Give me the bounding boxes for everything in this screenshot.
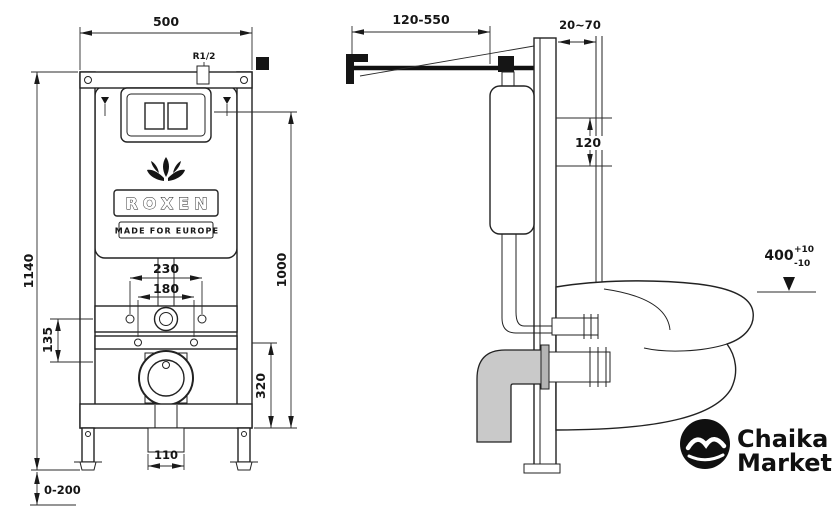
brand-name: ROXEN <box>125 194 212 213</box>
dim-width-500: 500 <box>79 14 253 70</box>
drain-connector <box>547 347 611 387</box>
dim-110-text: 110 <box>154 448 178 462</box>
main-crossbar <box>94 305 238 333</box>
drain-circle-outer <box>138 350 194 406</box>
chaika-market-logo: Chaika Market <box>680 419 832 477</box>
column-foot <box>523 463 561 474</box>
frame-bottom <box>74 403 258 471</box>
dim-outlet-110: 110 <box>147 448 185 470</box>
drain-outlet <box>138 350 194 406</box>
frame-bottom-bar <box>79 403 253 429</box>
leg-right <box>230 427 258 471</box>
frame-top-bar <box>79 71 253 89</box>
seagull-wings <box>685 437 727 451</box>
outlet-template <box>147 427 185 453</box>
flush-button-large <box>167 102 188 130</box>
dim-20-70-text: 20~70 <box>559 18 601 32</box>
dim-1000-text: 1000 <box>274 252 289 287</box>
elbow-flange <box>540 344 550 390</box>
foot-right <box>235 461 253 471</box>
flush-button-small <box>144 102 165 130</box>
dim-0-200-text: 0-200 <box>44 483 81 497</box>
seat-height-arrow <box>783 277 795 291</box>
cistern-side <box>489 85 535 235</box>
mount-hole-180-left <box>134 338 142 347</box>
roxen-logo: ROXEN MADE FOR EUROPE <box>113 157 220 239</box>
lotus-icon <box>147 157 185 181</box>
dim-120-550-text: 120-550 <box>392 12 450 27</box>
bracket-hook <box>346 54 368 84</box>
dim-400-text: 400 <box>764 248 793 264</box>
brand-tagline-box <box>118 221 214 239</box>
mount-hole-230-right <box>197 314 207 324</box>
dim-offset-120: 120 <box>556 117 612 167</box>
vendor-name-line1: Chaika <box>737 425 828 453</box>
dim-offset-135: 135 <box>40 318 93 363</box>
dim-feet-0-200: 0-200 <box>30 472 81 506</box>
dim-plate-1000: 1000 <box>214 111 297 429</box>
foot-left <box>79 461 97 471</box>
center-fitting-inner <box>159 312 173 326</box>
dim-120-text: 120 <box>575 135 601 150</box>
dim-mount-180: 180 <box>137 281 195 337</box>
flush-plate <box>120 87 212 143</box>
dim-1140-text: 1140 <box>21 253 36 288</box>
dim-400-tol-plus: +10 <box>794 245 814 255</box>
top-bar-screw-right <box>240 76 248 84</box>
front-view: R1/2 ROXEN <box>21 14 297 506</box>
seagull-wave <box>687 453 725 462</box>
side-view: 120-550 20~70 120 400 +10 -10 <box>346 12 816 474</box>
water-inlet-fitting <box>196 65 210 85</box>
frame-right-rail <box>236 71 253 429</box>
alignment-mark-left <box>101 97 109 116</box>
dim-400-tol-minus: -10 <box>794 259 810 269</box>
bowl-rim-line <box>643 343 728 352</box>
dim-drain-320: 320 <box>252 342 277 428</box>
toilet-bowl <box>555 280 754 431</box>
center-fitting-outer <box>153 306 179 332</box>
dim-mount-230: 230 <box>129 261 203 314</box>
wall-anchor-block <box>256 57 269 70</box>
water-inlet-block <box>498 56 514 72</box>
drain-elbow <box>476 344 550 443</box>
frame-left-rail <box>79 71 96 429</box>
mount-hole-180-right <box>190 338 198 347</box>
dim-seat-400: 400 +10 -10 <box>757 245 816 293</box>
mount-hole-230-left <box>125 314 135 324</box>
drain-circle-inner <box>147 359 185 397</box>
flush-connector <box>551 314 599 339</box>
top-bar-screw-left <box>84 76 92 84</box>
alignment-mark-right <box>223 97 231 116</box>
dim-320-text: 320 <box>253 373 268 399</box>
vendor-name-line2: Market <box>737 449 832 477</box>
dim-230-text: 230 <box>153 261 179 276</box>
dim-180-text: 180 <box>153 281 179 296</box>
dim-135-text: 135 <box>40 327 55 353</box>
dim-height-1140: 1140 <box>21 71 80 471</box>
leg-left <box>74 427 102 471</box>
brand-tagline: MADE FOR EUROPE <box>115 227 220 236</box>
brand-name-box <box>113 189 219 217</box>
lower-crossbar <box>94 335 238 350</box>
dim-depth-120-550: 120-550 <box>351 12 491 64</box>
dim-500-text: 500 <box>153 14 179 29</box>
water-thread-label: R1/2 <box>193 52 216 62</box>
dim-wall-gap-20-70: 20~70 <box>558 18 601 45</box>
bowl-outline <box>555 280 754 431</box>
flush-pipe <box>501 234 552 334</box>
